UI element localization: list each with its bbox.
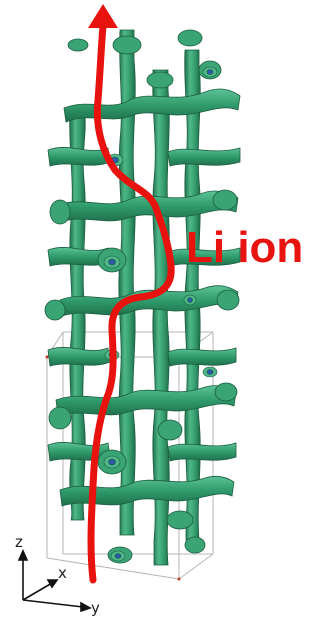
li-ion-label: Li ion <box>186 226 303 270</box>
axis-label-z: z <box>15 535 23 550</box>
axes-triad-icon <box>19 551 90 611</box>
arrow-up-icon <box>88 4 118 28</box>
axis-label-x: x <box>58 566 67 581</box>
axis-label-y: y <box>91 601 100 616</box>
